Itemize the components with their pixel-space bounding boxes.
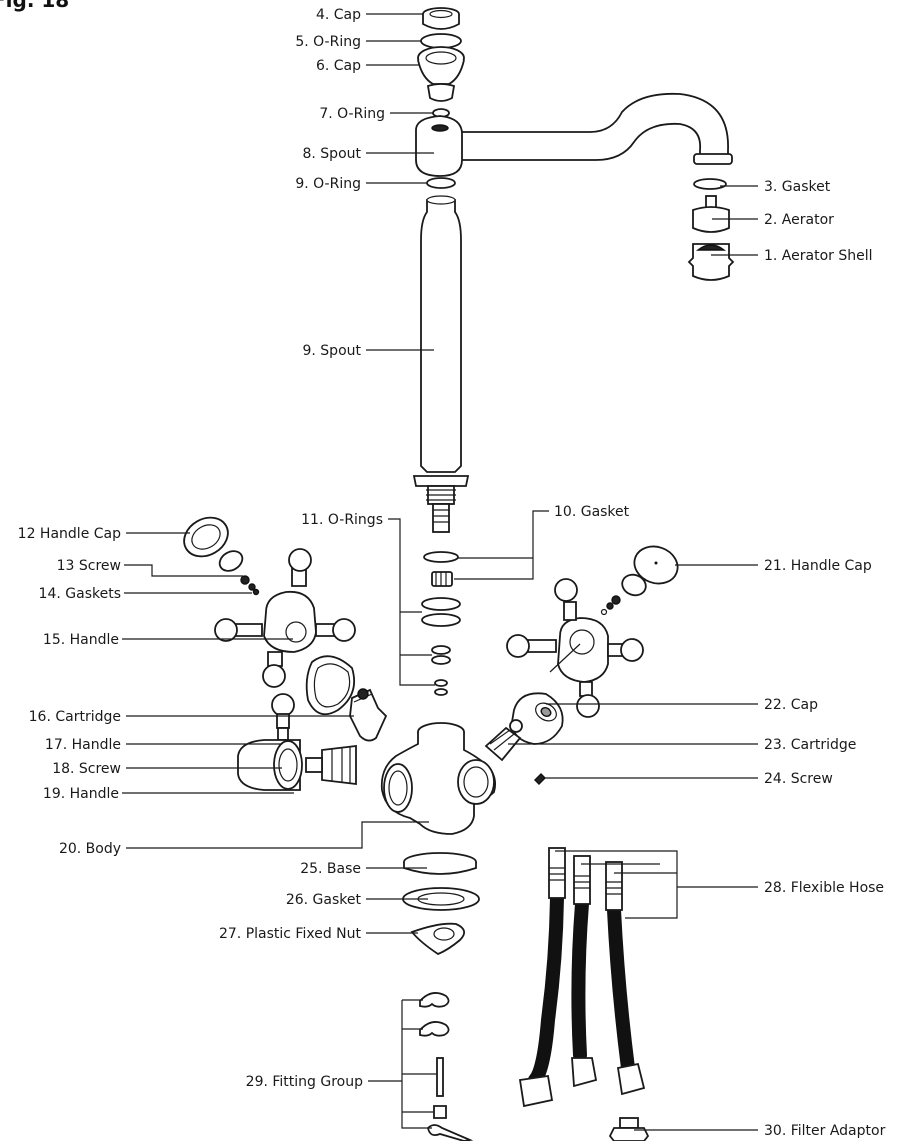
handle-cap-right-part: [633, 545, 679, 585]
label-gasket-3: 3. Gasket: [764, 179, 831, 195]
label-handle-17: 17. Handle: [45, 737, 121, 753]
aerator-part: [692, 195, 730, 233]
handle-cap-left-part: [183, 516, 229, 558]
label-filter-adaptor-30: 30. Filter Adaptor: [764, 1123, 886, 1139]
screw-13-part: [240, 575, 260, 596]
label-handle-15: 15. Handle: [43, 632, 119, 648]
label-screw-18: 18. Screw: [52, 761, 121, 777]
labels: 4. Cap 5. O-Ring 6. Cap 7. O-Ring 8. Spo…: [18, 7, 886, 1139]
label-cap-4: 4. Cap: [316, 7, 361, 23]
screw-right-part: [600, 595, 621, 616]
label-flexible-hose-28: 28. Flexible Hose: [764, 880, 884, 896]
label-o-ring-5: 5. O-Ring: [295, 34, 361, 50]
cap-right-part: [511, 692, 564, 745]
o-ring-11f-part: [434, 688, 448, 696]
label-gasket-26: 26. Gasket: [286, 892, 362, 908]
cap-6-part: [417, 46, 465, 102]
o-ring-5-part: [420, 33, 462, 49]
o-ring-11c-part: [431, 645, 451, 655]
label-base-25: 25. Base: [300, 861, 361, 877]
filter-adaptor-part: [608, 1117, 650, 1141]
aerator-shell-part: [687, 243, 735, 281]
o-ring-11b-part: [421, 613, 461, 627]
label-cap-6: 6. Cap: [316, 58, 361, 74]
spout-upper-part: [415, 92, 733, 177]
screw-24-part: [534, 773, 546, 785]
cartridge-left-part: [349, 688, 388, 742]
label-o-ring-9: 9. O-Ring: [295, 176, 361, 192]
plastic-nut-part: [410, 922, 466, 956]
handle-right-part: [506, 578, 644, 718]
label-plastic-nut-27: 27. Plastic Fixed Nut: [219, 926, 362, 942]
figure-title: Fig. 18: [0, 0, 69, 12]
label-aerator-2: 2. Aerator: [764, 212, 834, 228]
label-cap-22: 22. Cap: [764, 697, 818, 713]
gasket-10a-part: [423, 551, 459, 563]
flexible-hoses-part: [518, 847, 646, 1108]
gasket-right-disc-part: [621, 573, 647, 597]
label-handle-cap-21: 21. Handle Cap: [764, 558, 872, 574]
o-ring-11a-part: [421, 597, 461, 611]
o-ring-11d-part: [431, 655, 451, 665]
gasket-10b-part: [431, 571, 453, 587]
base-part: [403, 852, 477, 875]
cartridge-right-part: [484, 719, 523, 762]
handle-knob-part: [237, 739, 357, 791]
label-screw-24: 24. Screw: [764, 771, 833, 787]
cap-top-part: [422, 7, 460, 30]
label-spout-9: 9. Spout: [302, 343, 361, 359]
label-spout-8: 8. Spout: [302, 146, 361, 162]
label-gaskets-14: 14. Gaskets: [39, 586, 121, 602]
gasket-3-part: [693, 178, 727, 190]
label-cartridge-16: 16. Cartridge: [29, 709, 121, 725]
part-drawings: [183, 7, 735, 1141]
gasket-disc-part: [218, 550, 244, 572]
body-part: [380, 722, 497, 835]
spout-tube-part: [412, 195, 470, 533]
label-aerator-shell-1: 1. Aerator Shell: [764, 248, 873, 264]
label-handle-cap-12: 12 Handle Cap: [18, 526, 121, 542]
label-o-rings-11: 11. O-Rings: [301, 512, 383, 528]
fitting-group-part: [419, 992, 474, 1141]
leader-lines: [122, 13, 758, 1131]
label-handle-19: 19. Handle: [43, 786, 119, 802]
label-screw-13: 13 Screw: [57, 558, 121, 574]
o-ring-11e-part: [434, 679, 448, 687]
label-body-20: 20. Body: [59, 841, 121, 857]
label-gasket-10: 10. Gasket: [554, 504, 630, 520]
label-fitting-group-29: 29. Fitting Group: [246, 1074, 363, 1090]
handle-left-part: [214, 548, 356, 716]
o-ring-9-part: [426, 177, 456, 189]
label-o-ring-7: 7. O-Ring: [319, 106, 385, 122]
label-cartridge-23: 23. Cartridge: [764, 737, 856, 753]
